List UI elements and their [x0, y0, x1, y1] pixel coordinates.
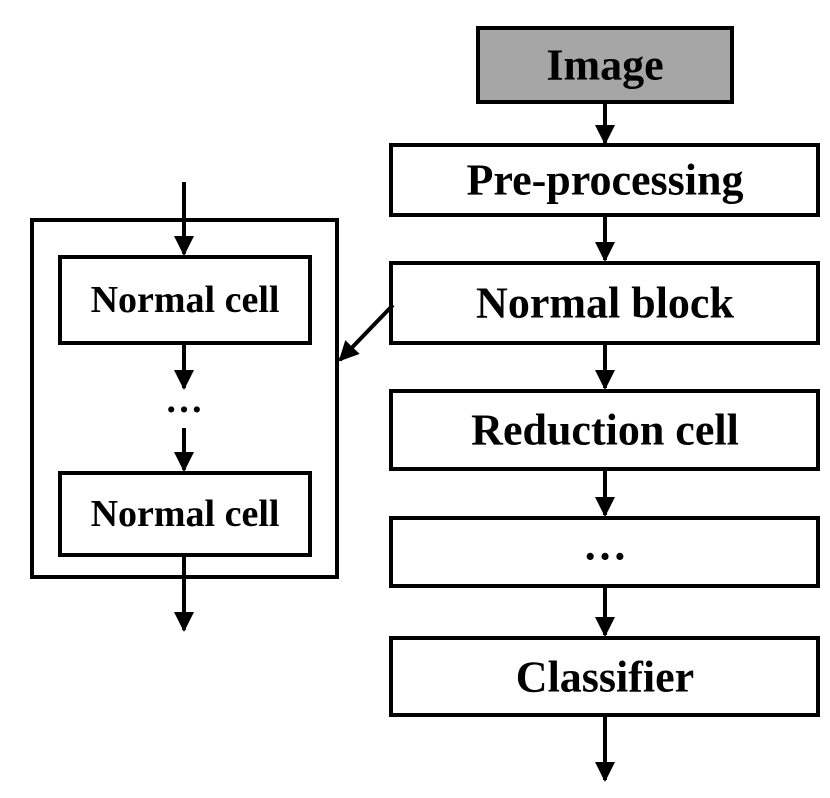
image-box — [476, 26, 734, 104]
reduction-cell-label: Reduction cell — [471, 406, 739, 455]
normal-cell-top-box — [58, 255, 312, 345]
arrow-normal-block-to-detail — [338, 303, 395, 362]
normal-cell-top-label: Normal cell — [91, 279, 280, 321]
ellipsis-label: … — [583, 521, 627, 570]
classifier-box — [389, 636, 820, 717]
normal-cell-bottom-label: Normal cell — [91, 493, 280, 535]
classifier-label: Classifier — [516, 653, 694, 702]
preprocessing-box — [389, 143, 820, 217]
normal-block-label: Normal block — [476, 279, 734, 328]
preprocessing-label: Pre-processing — [467, 156, 744, 205]
ellipsis-box — [389, 516, 820, 588]
normal-cell-bottom-box — [58, 471, 312, 557]
normal-block-box — [389, 261, 820, 345]
detail-ellipsis: … — [165, 379, 203, 421]
image-label: Image — [546, 41, 663, 90]
